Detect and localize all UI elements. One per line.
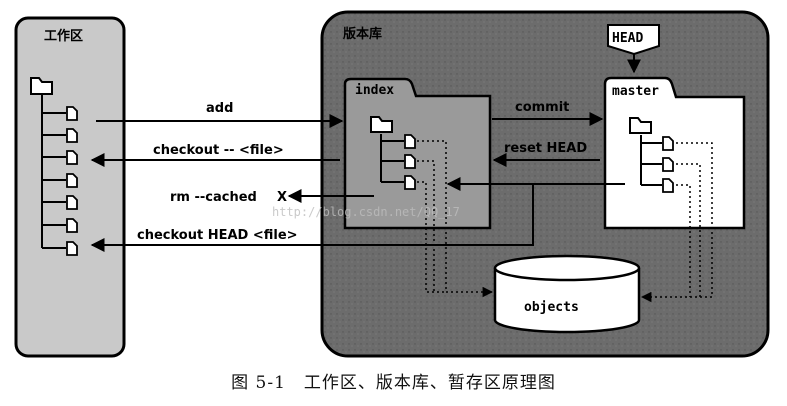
figure-caption: 图 5-1 工作区、版本库、暂存区原理图 <box>231 373 556 393</box>
checkout-head-label: checkout HEAD <file> <box>137 228 298 243</box>
checkout-file-label: checkout -- <file> <box>153 143 284 158</box>
file-icon <box>66 195 78 210</box>
workspace-tree <box>41 82 66 249</box>
file-icon <box>66 150 78 165</box>
file-icon <box>404 134 416 149</box>
commit-label: commit <box>515 100 569 115</box>
repository-title: 版本库 <box>343 26 382 42</box>
file-icon <box>404 175 416 190</box>
add-label: add <box>206 101 233 116</box>
objects-label: objects <box>524 300 579 315</box>
workspace-title: 工作区 <box>44 28 83 44</box>
workspace-panel: 工作区 <box>14 16 126 358</box>
watermark: http://blog.csdn.net/QQ_17 <box>272 205 460 219</box>
checkout-head-arrow <box>90 184 534 252</box>
index-label: index <box>355 83 394 98</box>
file-icon <box>66 173 78 188</box>
master-area: master <box>603 76 746 230</box>
file-icon <box>66 218 78 233</box>
head-pointer: HEAD <box>607 24 660 74</box>
file-icon <box>662 136 674 151</box>
folder-icon <box>629 117 652 134</box>
command-arrows <box>90 112 625 252</box>
file-icon <box>66 106 78 121</box>
object-links <box>417 140 713 303</box>
reset-head-label: reset HEAD <box>504 141 587 156</box>
rm-cached-label: rm --cached <box>170 190 257 205</box>
file-icon <box>662 178 674 193</box>
folder-icon <box>30 77 53 95</box>
file-icon <box>404 154 416 169</box>
folder-icon <box>370 116 393 133</box>
file-icon <box>662 157 674 172</box>
file-icon <box>66 128 78 143</box>
master-label: master <box>612 84 659 99</box>
head-label: HEAD <box>612 31 643 46</box>
file-icon <box>66 241 78 256</box>
rm-cached-x-mark: X <box>277 190 287 205</box>
objects-store: objects <box>493 254 641 334</box>
file-icons <box>66 106 78 256</box>
